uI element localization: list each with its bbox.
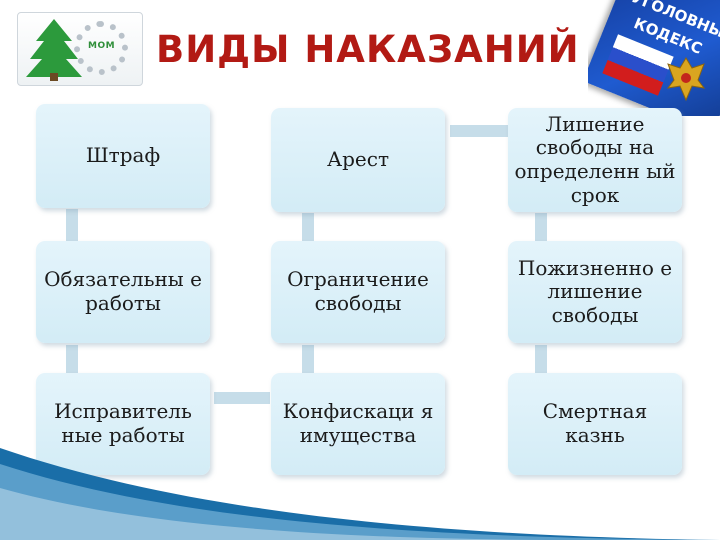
connector-arest-lishenie [450, 125, 508, 137]
box-smertnaya-kazn: Смертная казнь [508, 373, 682, 475]
connector-ogranichenie-konfiskaciya [302, 345, 314, 373]
logo-label: МОМ [88, 41, 116, 51]
box-shtraf: Штраф [36, 104, 210, 208]
connector-obyazatelnye-ispravitelnye [66, 345, 78, 373]
gear-emblem [74, 21, 128, 75]
box-obyazatelnye-raboty: Обязательны е работы [36, 241, 210, 343]
page-title: ВИДЫ НАКАЗАНИЙ [156, 28, 580, 71]
box-arest: Арест [271, 108, 445, 212]
box-lishenie-svobody: Лишение свободы на определенн ый срок [508, 108, 682, 212]
connector-shtraf-obyazatelnye [66, 209, 78, 241]
box-pozhiznennoe-lishenie: Пожизненно е лишение свободы [508, 241, 682, 343]
connector-arest-ogranichenie [302, 213, 314, 241]
connector-lishenie-pozhiznennoe [535, 213, 547, 241]
decorative-swoosh [0, 448, 720, 540]
criminal-code-book-image: УГОЛОВНЫЙ КОДЕКС [588, 0, 720, 116]
box-konfiskaciya-imushchestva: Конфискаци я имущества [271, 373, 445, 475]
box-ispravitelnye-raboty: Исправитель ные работы [36, 373, 210, 475]
connector-ispravitelnye-konfiskaciya [214, 392, 270, 404]
logo: МОМ [17, 12, 143, 86]
box-ogranichenie-svobody: Ограничение свободы [271, 241, 445, 343]
eagle-emblem-icon [666, 57, 706, 102]
tree-icon [26, 19, 82, 81]
connector-pozhiznennoe-smertnaya [535, 345, 547, 373]
